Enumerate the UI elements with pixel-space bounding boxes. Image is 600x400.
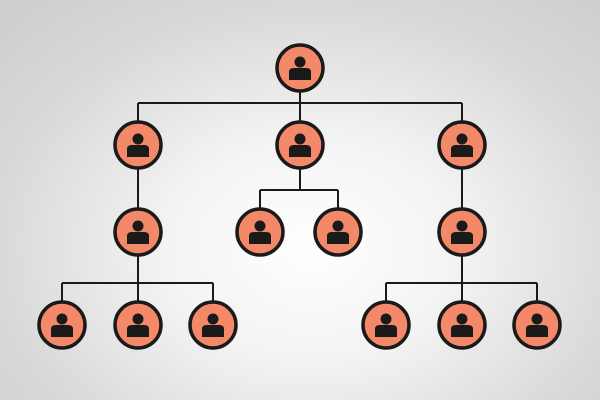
org-node-l1-3 — [437, 120, 487, 170]
org-node-l3-3-1 — [361, 300, 411, 350]
person-icon — [451, 313, 473, 337]
org-node-l2-2-1 — [235, 207, 285, 257]
org-node-l2-1-1 — [113, 207, 163, 257]
person-icon — [451, 220, 473, 244]
person-icon — [202, 313, 224, 337]
person-icon — [289, 133, 311, 157]
person-icon — [127, 313, 149, 337]
org-node-l2-2-2 — [313, 207, 363, 257]
nodes — [37, 43, 562, 350]
person-icon — [51, 313, 73, 337]
org-node-l3-1-1 — [37, 300, 87, 350]
org-node-l3-3-3 — [512, 300, 562, 350]
org-node-l3-3-2 — [437, 300, 487, 350]
person-icon — [289, 56, 311, 80]
org-node-root — [275, 43, 325, 93]
person-icon — [375, 313, 397, 337]
person-icon — [127, 133, 149, 157]
person-icon — [526, 313, 548, 337]
connectors — [61, 91, 538, 302]
org-node-l2-3-1 — [437, 207, 487, 257]
org-node-l1-1 — [113, 120, 163, 170]
person-icon — [327, 220, 349, 244]
org-node-l1-2 — [275, 120, 325, 170]
person-icon — [127, 220, 149, 244]
org-node-l3-1-2 — [113, 300, 163, 350]
org-node-l3-1-3 — [188, 300, 238, 350]
person-icon — [249, 220, 271, 244]
person-icon — [451, 133, 473, 157]
